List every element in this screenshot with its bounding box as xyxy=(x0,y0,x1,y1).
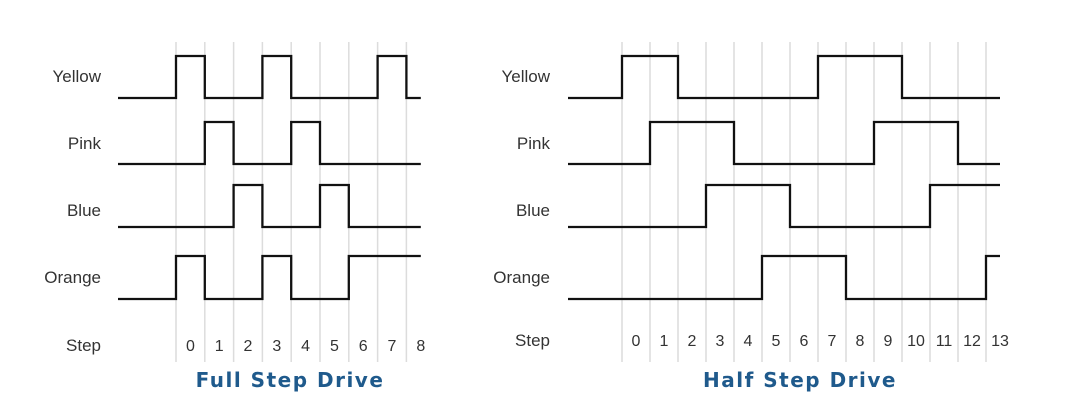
signal-label: Orange xyxy=(44,268,101,287)
step-tick-label: 4 xyxy=(744,333,753,350)
signal-label: Pink xyxy=(517,134,551,153)
step-tick-label: 4 xyxy=(301,338,310,355)
signal-label: Blue xyxy=(67,201,101,220)
signal-label: Yellow xyxy=(52,67,101,86)
step-tick-label: 1 xyxy=(215,338,224,355)
step-tick-label: 5 xyxy=(772,333,781,350)
step-tick-label: 10 xyxy=(907,333,925,350)
step-tick-label: 8 xyxy=(416,338,425,355)
step-tick-label: 13 xyxy=(991,333,1009,350)
step-tick-label: 7 xyxy=(828,333,837,350)
waveform-yellow xyxy=(568,54,1000,100)
step-tick-label: 5 xyxy=(330,338,339,355)
waveform-yellow xyxy=(118,54,421,100)
waveform-pink xyxy=(568,120,1000,166)
step-tick-label: 12 xyxy=(963,333,981,350)
step-tick-label: 2 xyxy=(244,338,253,355)
step-tick-label: 3 xyxy=(272,338,281,355)
step-axis-label: Step xyxy=(515,331,550,350)
step-tick-label: 1 xyxy=(660,333,669,350)
step-tick-label: 0 xyxy=(186,338,195,355)
signal-label: Orange xyxy=(493,268,550,287)
step-tick-label: 11 xyxy=(936,333,953,350)
waveform-orange xyxy=(568,254,1000,301)
waveform-pink xyxy=(118,120,421,166)
step-tick-label: 0 xyxy=(632,333,641,350)
step-tick-label: 6 xyxy=(359,338,368,355)
step-tick-label: 6 xyxy=(800,333,809,350)
step-tick-label: 3 xyxy=(716,333,725,350)
signal-label: Blue xyxy=(516,201,550,220)
step-tick-label: 9 xyxy=(884,333,893,350)
step-tick-label: 7 xyxy=(388,338,397,355)
signal-label: Yellow xyxy=(501,67,550,86)
diagram-title: Half Step Drive xyxy=(703,368,897,392)
waveform-blue xyxy=(568,183,1000,229)
diagram-title: Full Step Drive xyxy=(196,368,385,392)
waveform-orange xyxy=(118,254,421,301)
step-axis-label: Step xyxy=(66,336,101,355)
step-tick-label: 8 xyxy=(856,333,865,350)
waveform-blue xyxy=(118,183,421,229)
step-tick-label: 2 xyxy=(688,333,697,350)
signal-label: Pink xyxy=(68,134,102,153)
